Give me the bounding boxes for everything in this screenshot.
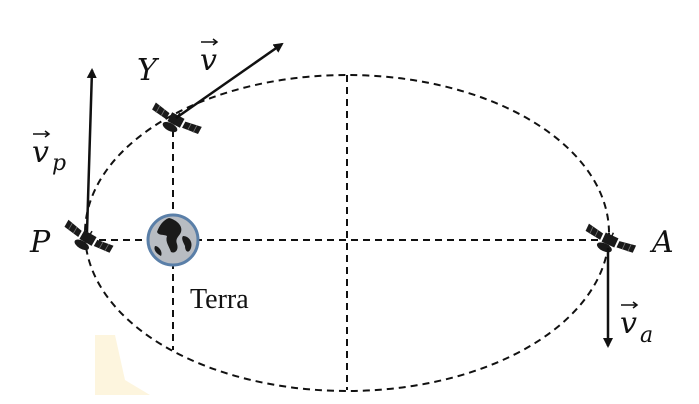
velocity-y-arrow: [175, 42, 284, 120]
label-perigee: P: [29, 225, 51, 260]
label-velocity-y: v: [200, 43, 217, 78]
svg-text:v: v: [200, 43, 217, 78]
label-earth: Terra: [190, 284, 249, 315]
velocity-perigee-arrow: [85, 68, 97, 233]
svg-text:a: a: [640, 323, 653, 348]
label-velocity-apogee: v a: [620, 301, 653, 348]
label-velocity-perigee: v p: [32, 130, 66, 176]
earth-globe-icon: [146, 213, 200, 267]
watermark-shape: [95, 335, 150, 395]
satellite-icon: [146, 99, 204, 145]
label-point-y: Y: [137, 53, 160, 88]
vector-arrow-accent: [201, 38, 219, 46]
svg-text:p: p: [52, 151, 66, 176]
label-apogee: A: [649, 225, 674, 260]
orbit-ellipse: [84, 74, 610, 392]
svg-text:v: v: [620, 306, 637, 341]
svg-text:v: v: [32, 135, 49, 170]
